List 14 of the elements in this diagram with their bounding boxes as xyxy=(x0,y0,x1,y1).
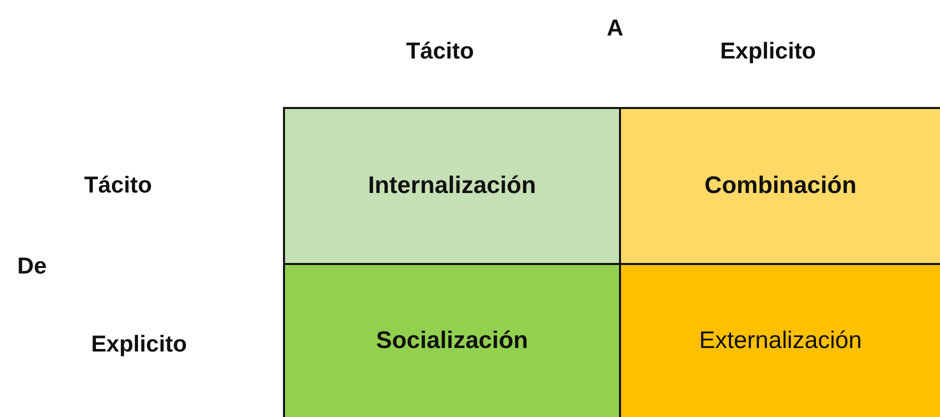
cell-label: Socialización xyxy=(376,327,528,355)
cell-label: Combinación xyxy=(704,172,856,200)
matrix-cell xyxy=(283,263,621,417)
column-header: Tácito xyxy=(406,38,474,64)
axis-title: A xyxy=(606,14,624,42)
matrix-cell xyxy=(283,107,621,265)
column-header: Explicito xyxy=(720,38,816,64)
matrix-cell xyxy=(619,263,940,417)
row-header: Tácito xyxy=(84,172,152,198)
cell-label: Internalización xyxy=(368,172,536,200)
axis-title: De xyxy=(17,252,47,280)
matrix-cell xyxy=(619,107,940,265)
row-header: Explicito xyxy=(91,330,187,358)
cell-label: Externalización xyxy=(699,327,862,355)
